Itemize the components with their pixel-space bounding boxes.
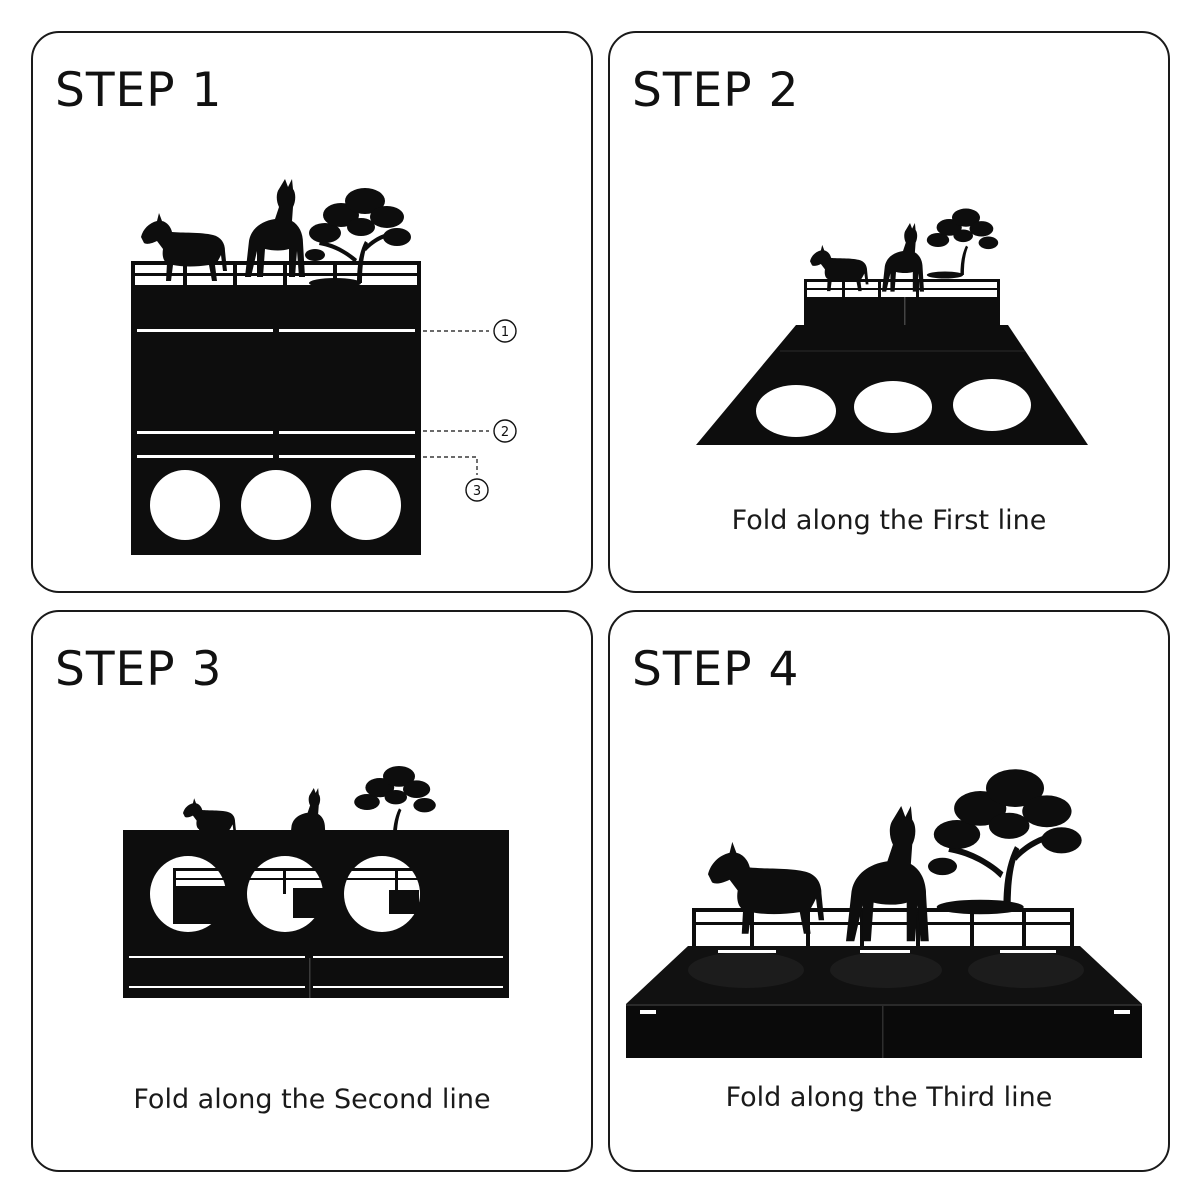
step-3-caption: Fold along the Second line — [133, 1084, 491, 1115]
step-1-title: STEP 1 — [55, 63, 223, 118]
horse-icon — [882, 223, 924, 292]
step-3-title: STEP 3 — [55, 642, 223, 697]
horse-icon — [846, 806, 929, 942]
step-4-panel: STEP 4 — [608, 610, 1170, 1172]
svg-text:3: 3 — [473, 484, 481, 499]
horse-icon — [183, 798, 237, 841]
marker-3: 3 — [465, 478, 489, 502]
step-4-diagram — [626, 769, 1142, 1058]
step-2-panel: STEP 2 — [608, 31, 1170, 593]
step-3-panel: STEP 3 — [31, 610, 593, 1172]
svg-text:1: 1 — [501, 325, 509, 340]
fence-icon — [173, 868, 473, 924]
svg-text:2: 2 — [501, 425, 509, 440]
marker-2: 2 — [493, 419, 517, 443]
tree-icon — [354, 766, 436, 842]
step-2-caption: Fold along the First line — [731, 505, 1047, 536]
step-3-diagram — [123, 766, 509, 998]
horse-icon — [810, 244, 869, 292]
fence-icon — [131, 261, 421, 285]
step-4-caption: Fold along the Third line — [725, 1082, 1053, 1113]
step-1-diagram: 1 2 3 — [131, 179, 517, 555]
step-1-panel: STEP 1 — [31, 31, 593, 593]
marker-1: 1 — [493, 319, 517, 343]
tree-icon — [928, 769, 1082, 915]
step-4-title: STEP 4 — [632, 642, 800, 697]
step-2-title: STEP 2 — [632, 63, 800, 118]
horse-icon — [708, 841, 825, 934]
step-2-diagram — [696, 208, 1088, 445]
fence-icon — [804, 279, 1000, 297]
tree-icon — [926, 208, 999, 279]
